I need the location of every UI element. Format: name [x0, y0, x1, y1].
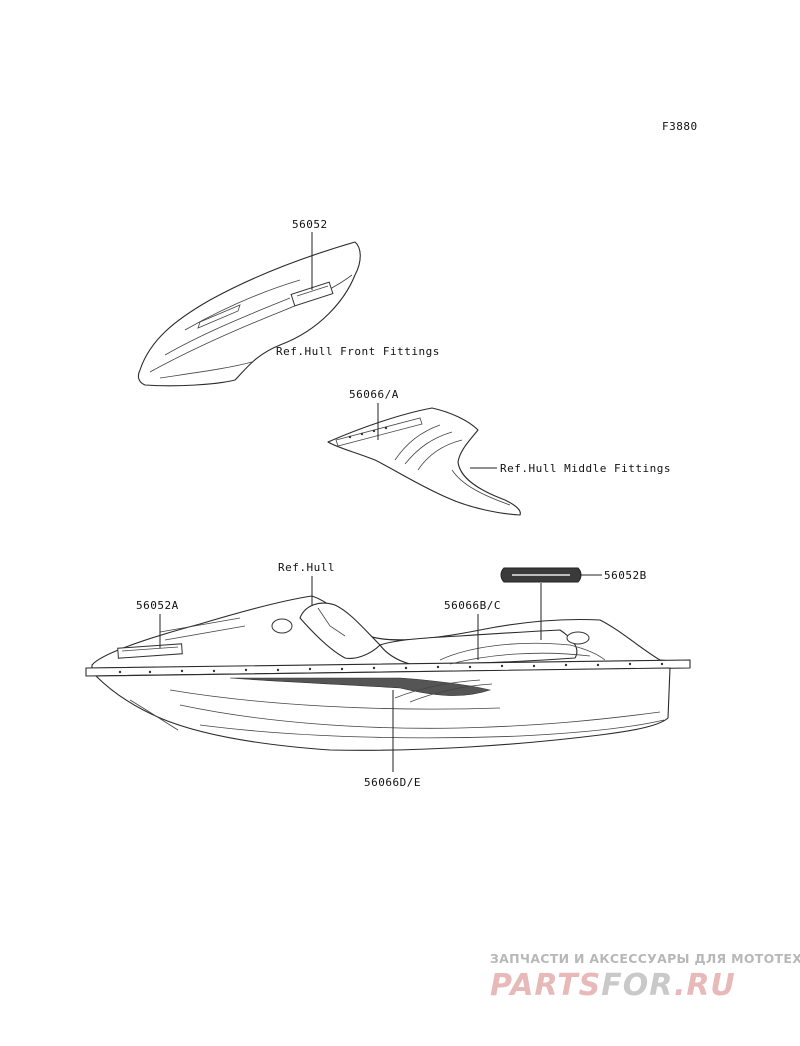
- label-rear-logo[interactable]: 56052B: [604, 569, 647, 582]
- figure-code: F3880: [662, 120, 698, 133]
- bow-logo-decal: [117, 643, 183, 659]
- label-front-part[interactable]: 56052: [292, 218, 328, 231]
- watermark-tagline: ЗАПЧАСТИ И АКСЕССУАРЫ ДЛЯ МОТОТЕХНИКИ: [490, 951, 800, 966]
- watermark: ЗАПЧАСТИ И АКСЕССУАРЫ ДЛЯ МОТОТЕХНИКИ PA…: [490, 951, 800, 1003]
- watermark-brand: PARTSFOR.RU: [490, 968, 736, 1003]
- front-fitting-part[interactable]: [137, 241, 361, 387]
- label-bow-part[interactable]: 56052A: [136, 599, 179, 612]
- label-hull-ref[interactable]: Ref.Hull: [278, 561, 335, 574]
- label-middle-ref[interactable]: Ref.Hull Middle Fittings: [500, 462, 671, 475]
- hull-assembly[interactable]: [85, 595, 691, 751]
- middle-fitting-part[interactable]: [327, 407, 521, 516]
- label-front-ref[interactable]: Ref.Hull Front Fittings: [276, 345, 440, 358]
- label-side-stripe-upper[interactable]: 56066B/C: [444, 599, 501, 612]
- rear-logo-decal[interactable]: [500, 567, 582, 583]
- label-middle-part[interactable]: 56066/A: [349, 388, 399, 401]
- label-side-stripe-lower[interactable]: 56066D/E: [364, 776, 421, 789]
